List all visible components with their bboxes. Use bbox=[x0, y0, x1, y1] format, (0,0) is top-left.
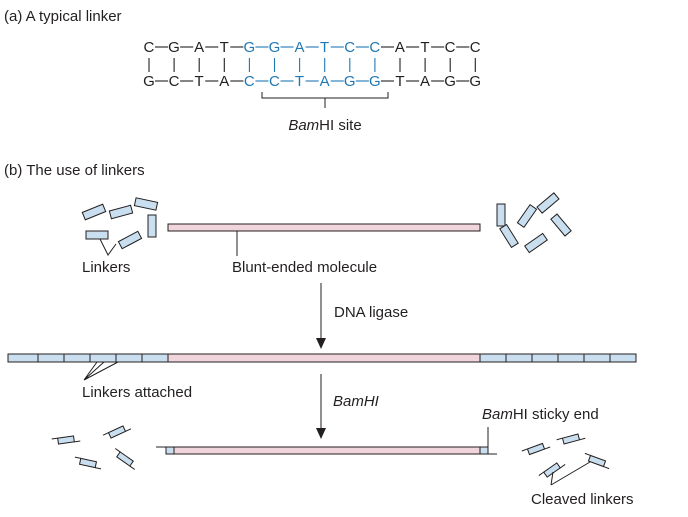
linker-piece bbox=[81, 203, 107, 221]
bamhi-enzyme-label: BamHI bbox=[333, 393, 379, 410]
top_strand-base: C bbox=[369, 39, 380, 56]
cleaved-linkers-right bbox=[521, 433, 610, 478]
cleaved-linkers-left bbox=[51, 425, 136, 470]
bottom_strand-base: C bbox=[244, 73, 255, 90]
linkers-label: Linkers bbox=[82, 259, 130, 276]
cleaved-linker bbox=[521, 442, 551, 456]
free-linkers-left bbox=[81, 197, 159, 250]
bottom_strand-base: C bbox=[269, 73, 280, 90]
linkers-attached-right bbox=[479, 353, 637, 363]
linker-piece bbox=[108, 204, 134, 220]
top_strand-base: C bbox=[445, 39, 456, 56]
top_strand-base: C bbox=[344, 39, 355, 56]
bottom_strand-base: C bbox=[169, 73, 180, 90]
top_strand-base: C bbox=[143, 39, 154, 56]
cleaved-linker bbox=[556, 433, 586, 445]
linker-piece bbox=[523, 232, 549, 254]
top_strand-base: T bbox=[320, 39, 329, 56]
bottom_strand-base: T bbox=[295, 73, 304, 90]
top_strand-base: A bbox=[194, 39, 204, 56]
blunt-ended-label: Blunt-ended molecule bbox=[232, 259, 377, 276]
bamhi-site-label: BamHI site bbox=[288, 117, 361, 134]
cleaved-linker bbox=[114, 448, 136, 470]
cleaved-linker bbox=[74, 456, 102, 470]
top_strand-base: A bbox=[395, 39, 405, 56]
cleaved-linkers-label: Cleaved linkers bbox=[531, 491, 634, 508]
linker-piece bbox=[516, 203, 538, 229]
cut-molecule bbox=[156, 446, 497, 455]
top_strand-base: A bbox=[294, 39, 304, 56]
ligase-label: DNA ligase bbox=[334, 304, 408, 321]
linkers-attached-left bbox=[7, 353, 169, 363]
linker-piece bbox=[496, 203, 506, 227]
ligase-arrowhead bbox=[316, 338, 326, 349]
bottom_strand-base: G bbox=[444, 73, 456, 90]
top_strand-base: C bbox=[470, 39, 481, 56]
bottom_strand-base: G bbox=[469, 73, 481, 90]
ligated-molecule bbox=[167, 353, 481, 363]
cleaved-linker bbox=[51, 435, 81, 445]
bottom_strand-base: A bbox=[320, 73, 330, 90]
part-b-title: (b) The use of linkers bbox=[4, 162, 145, 179]
top_strand-base: G bbox=[168, 39, 180, 56]
linker-piece bbox=[147, 214, 157, 238]
linker-piece bbox=[85, 230, 109, 240]
linkers-attached-label: Linkers attached bbox=[82, 384, 192, 401]
cleaved-linker bbox=[584, 452, 610, 470]
linkers-pointer bbox=[99, 238, 117, 256]
top_strand-base: G bbox=[269, 39, 281, 56]
top_strand-base: T bbox=[420, 39, 429, 56]
linker-piece bbox=[536, 192, 560, 214]
bottom_strand-base: T bbox=[395, 73, 404, 90]
bottom_strand-base: G bbox=[369, 73, 381, 90]
linker-piece bbox=[133, 197, 159, 211]
attached-pointer bbox=[83, 361, 119, 381]
bottom_strand-base: A bbox=[219, 73, 229, 90]
part-a-title: (a) A typical linker bbox=[4, 8, 122, 25]
bottom_strand-base: A bbox=[420, 73, 430, 90]
bamhi-bracket bbox=[261, 92, 389, 99]
cut-molecule-body bbox=[173, 446, 481, 455]
cleaved-linker bbox=[102, 425, 132, 439]
bottom_strand-base: G bbox=[143, 73, 155, 90]
bottom_strand-base: T bbox=[195, 73, 204, 90]
linker-piece bbox=[550, 213, 572, 237]
linker-remnant-right bbox=[479, 446, 489, 455]
sticky-end-label: BamHI sticky end bbox=[482, 406, 599, 423]
linker-piece bbox=[117, 230, 143, 250]
top_strand-base: T bbox=[220, 39, 229, 56]
blunt-ended-molecule bbox=[167, 223, 481, 232]
base-pair-bonds bbox=[148, 58, 476, 72]
bottom_strand-base: G bbox=[344, 73, 356, 90]
free-linkers-right bbox=[496, 192, 572, 254]
cleaved-pointer bbox=[550, 461, 591, 486]
linker-remnant-left bbox=[165, 446, 175, 455]
linker-piece bbox=[499, 223, 519, 249]
cleaved-linker bbox=[538, 462, 566, 478]
bamhi-arrowhead bbox=[316, 428, 326, 439]
attached-linkers-left bbox=[7, 353, 169, 363]
top_strand-base: G bbox=[243, 39, 255, 56]
